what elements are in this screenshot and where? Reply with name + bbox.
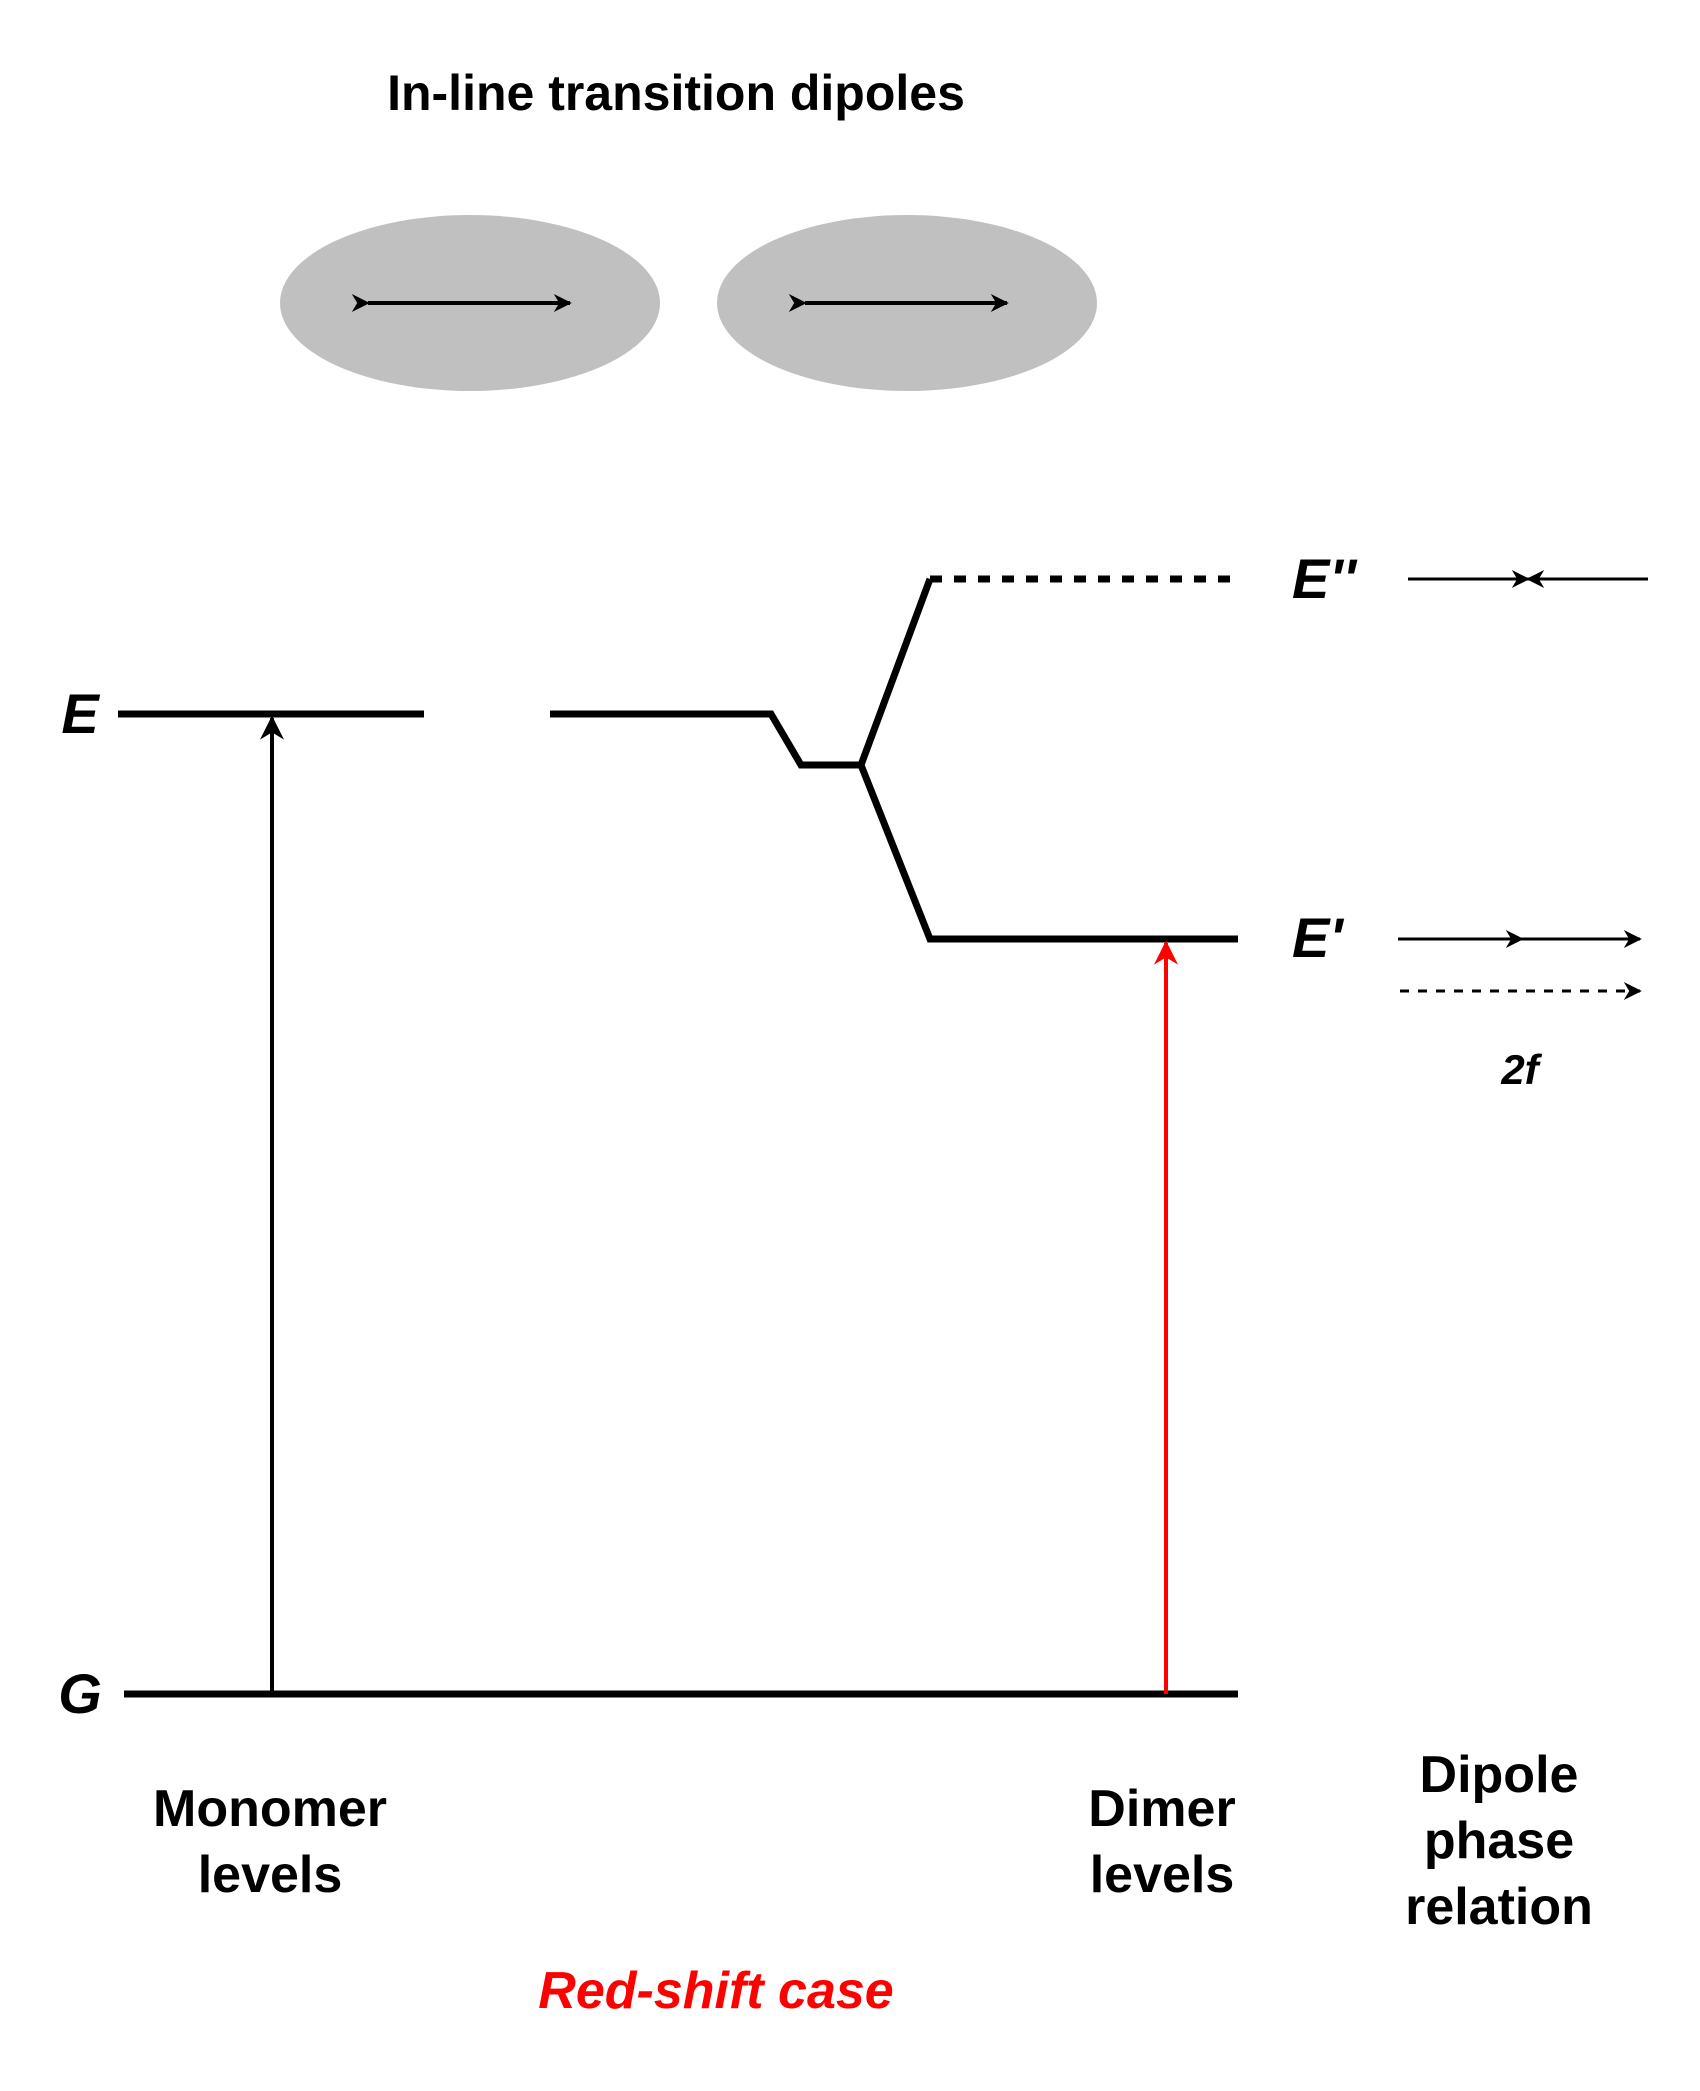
level-label-e-double-prime: E'' xyxy=(1292,547,1358,610)
level-label-e-prime: E' xyxy=(1292,906,1344,969)
split-line-upper xyxy=(857,577,934,767)
level-label-e: E xyxy=(61,682,100,745)
case-label: Red-shift case xyxy=(538,1962,893,2020)
dimer-label-line2: levels xyxy=(1090,1846,1235,1904)
dimer-label-line1: Dimer xyxy=(1088,1780,1235,1838)
monomer-label-line1: Monomer xyxy=(153,1780,387,1838)
level-label-g: G xyxy=(58,1662,102,1725)
phase-label-line2: phase xyxy=(1424,1812,1574,1870)
monomer-excited-level-right xyxy=(550,710,861,769)
diagram-title: In-line transition dipoles xyxy=(387,65,965,121)
phase-label-line1: Dipole xyxy=(1420,1746,1579,1804)
oscillator-strength-label: 2f xyxy=(1500,1046,1542,1093)
phase-label-line3: relation xyxy=(1405,1878,1593,1936)
monomer-label-line2: levels xyxy=(198,1846,343,1904)
split-line-lower xyxy=(857,763,1238,943)
